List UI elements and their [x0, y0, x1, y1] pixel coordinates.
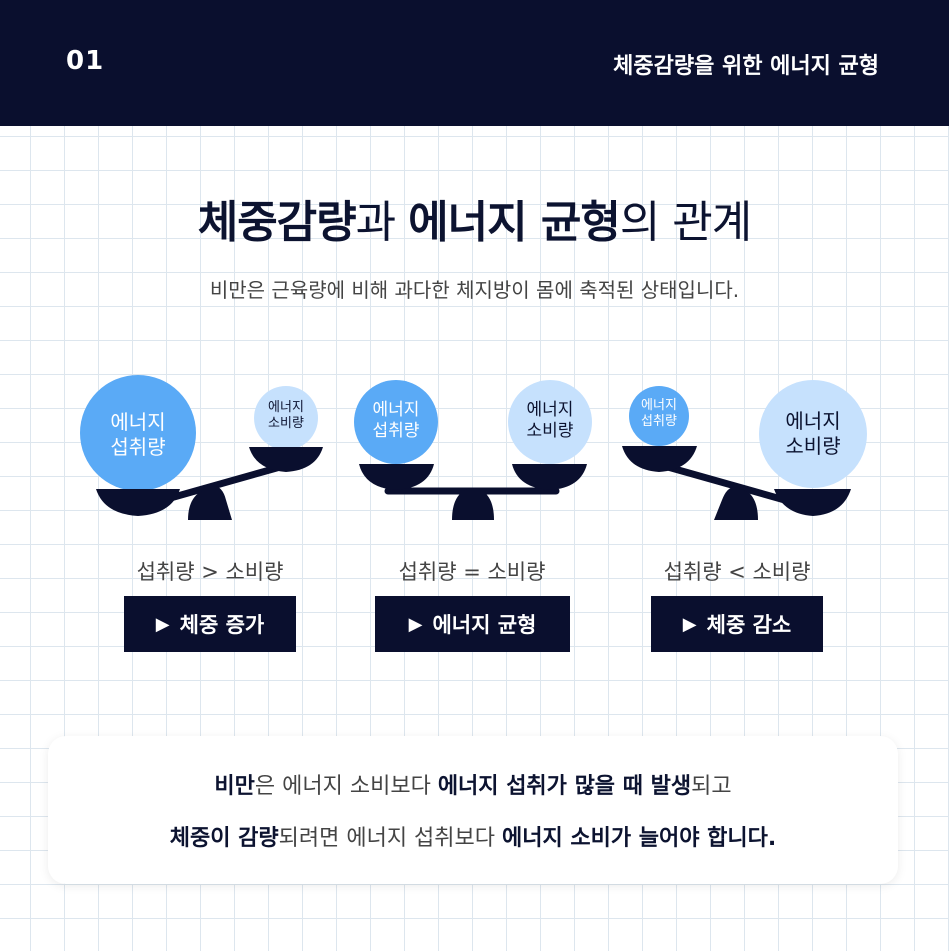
scale-2-comparison: 섭취량 = 소비량: [398, 560, 546, 584]
scale-2-result-badge: ▶ 에너지 균형: [375, 596, 570, 652]
header-bar: 01 체중감량을 위한 에너지 균형: [0, 0, 949, 126]
summary-segment: 에너지 섭취가 많을 때 발생: [437, 774, 692, 799]
scale-2-left-pan: [359, 464, 434, 490]
play-icon: ▶: [682, 613, 697, 635]
scale-3-right-ball: [759, 380, 867, 488]
play-icon: ▶: [408, 613, 423, 635]
page-title: 체중감량과 에너지 균형의 관계: [0, 186, 949, 250]
summary-card: 비만은 에너지 소비보다 에너지 섭취가 많을 때 발생되고 체중이 감량되려면…: [48, 736, 898, 884]
summary-segment: 되고: [691, 774, 732, 799]
scale-2-base: [452, 488, 494, 520]
section-number: 01: [66, 46, 105, 76]
scale-3-result-label: 체중 감소: [706, 613, 792, 637]
title-part-2: 과: [355, 197, 409, 248]
scale-1-base: [188, 485, 232, 520]
scale-3-right-pan: [774, 489, 851, 516]
scale-3-left-ball: [629, 386, 689, 446]
scale-3-comparison: 섭취량 < 소비량: [663, 560, 811, 584]
title-part-4: 의 관계: [619, 197, 752, 248]
scale-3-base: [714, 487, 758, 520]
balance-scales-illustration: [80, 375, 867, 520]
scale-2-graphic: [354, 380, 592, 520]
scale-2-right-ball: [508, 380, 592, 464]
title-bold-2: 에너지 균형: [408, 197, 621, 248]
summary-segment: 체중이 감량: [169, 826, 279, 851]
scale-1-left-ball: [80, 375, 196, 491]
summary-segment: 되려면 에너지 섭취보다: [278, 826, 503, 851]
scale-1-comparison: 섭취량 > 소비량: [136, 560, 284, 584]
scale-3-result-badge: ▶ 체중 감소: [651, 596, 823, 652]
summary-segment: 비만: [214, 774, 255, 799]
scale-1-result-badge: ▶ 체중 증가: [124, 596, 296, 652]
scale-2-right-pan: [512, 464, 587, 490]
scale-3-graphic: [622, 380, 867, 520]
scale-1-graphic: [80, 375, 323, 520]
summary-segment: 은 에너지 소비보다: [254, 774, 438, 799]
summary-line-1: 비만은 에너지 소비보다 에너지 섭취가 많을 때 발생되고: [214, 768, 731, 800]
summary-segment: 에너지 소비가 늘어야 합니다.: [502, 826, 777, 851]
page-subtitle: 비만은 근육량에 비해 과다한 체지방이 몸에 축적된 상태입니다.: [209, 278, 740, 302]
scale-2-result-label: 에너지 균형: [432, 613, 537, 637]
scale-1-result-label: 체중 증가: [179, 613, 265, 637]
scale-2-left-ball: [354, 380, 438, 464]
summary-line-2: 체중이 감량되려면 에너지 섭취보다 에너지 소비가 늘어야 합니다.: [170, 820, 776, 852]
play-icon: ▶: [155, 613, 170, 635]
header-title: 체중감량을 위한 에너지 균형: [613, 54, 879, 79]
scale-1-left-pan: [96, 489, 180, 516]
title-bold-1: 체중감량: [197, 197, 357, 248]
scale-3-left-pan: [622, 446, 697, 472]
scale-1-right-pan: [249, 447, 323, 472]
scale-1-right-ball: [254, 386, 318, 450]
